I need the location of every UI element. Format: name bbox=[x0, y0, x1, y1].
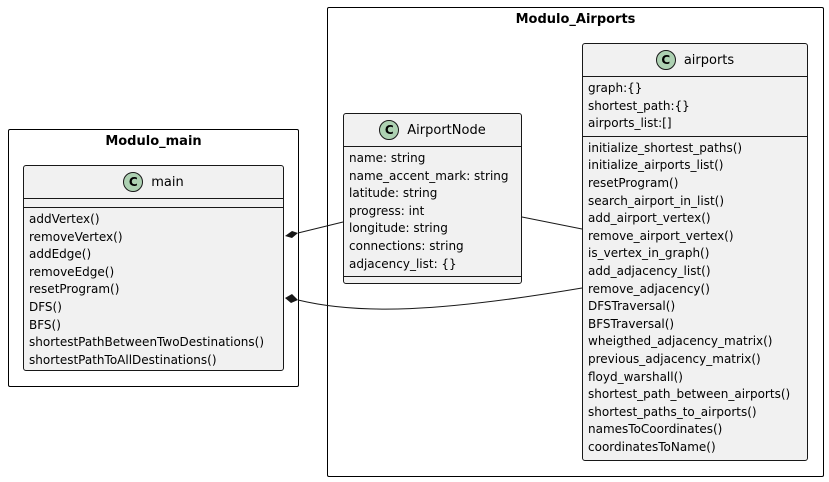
class-airportnode[interactable]: C AirportNode name: string name_accent_m… bbox=[343, 113, 522, 284]
methods-list: addVertex() removeVertex() addEdge() rem… bbox=[24, 208, 283, 372]
field-item: connections: string bbox=[349, 238, 464, 253]
field-item: adjacency_list: {} bbox=[349, 256, 457, 271]
method-item: resetProgram() bbox=[29, 282, 120, 297]
method-item: shortestPathToAllDestinations() bbox=[29, 352, 217, 367]
method-item: add_airport_vertex() bbox=[588, 211, 711, 226]
fields-divider bbox=[583, 76, 807, 77]
fields-list: graph:{} shortest_path:{} airports_list:… bbox=[583, 77, 807, 136]
field-item: shortest_path:{} bbox=[588, 98, 690, 113]
method-item: shortest_paths_to_airports() bbox=[588, 404, 757, 419]
method-item: initialize_shortest_paths() bbox=[588, 140, 743, 155]
methods-list: initialize_shortest_paths() initialize_a… bbox=[583, 137, 807, 460]
method-item: removeEdge() bbox=[29, 264, 115, 279]
field-item: name: string bbox=[349, 151, 426, 165]
class-name: AirportNode bbox=[407, 122, 486, 138]
method-item: floyd_warshall() bbox=[588, 369, 683, 384]
method-item: remove_airport_vertex() bbox=[588, 228, 734, 243]
fields-divider bbox=[24, 198, 283, 199]
method-item: remove_adjacency() bbox=[588, 281, 710, 296]
methods-divider bbox=[24, 207, 283, 208]
method-item: BFSTraversal() bbox=[588, 316, 675, 331]
package-title: Modulo_main bbox=[105, 134, 202, 149]
class-name: main bbox=[151, 174, 184, 190]
field-item: progress: int bbox=[349, 203, 425, 218]
methods-divider bbox=[583, 135, 807, 137]
method-item: add_adjacency_list() bbox=[588, 263, 711, 278]
method-item: BFS() bbox=[29, 317, 61, 332]
class-header: C AirportNode bbox=[344, 114, 521, 146]
class-name: airports bbox=[683, 52, 735, 68]
fields-list: name: string name_accent_mark: string la… bbox=[344, 147, 521, 276]
class-header: C main bbox=[24, 166, 283, 198]
methods-divider bbox=[344, 276, 521, 278]
field-item: longitude: string bbox=[349, 221, 448, 236]
method-item: search_airport_in_list() bbox=[588, 193, 725, 208]
method-item: coordinatesToName() bbox=[588, 439, 716, 454]
method-item: DFSTraversal() bbox=[588, 299, 676, 314]
method-item: addEdge() bbox=[29, 247, 92, 262]
method-item: initialize_airports_list() bbox=[588, 158, 724, 173]
class-airports[interactable]: C airports graph:{} shortest_path:{} air… bbox=[582, 43, 808, 461]
empty-fields-section bbox=[24, 199, 283, 207]
field-item: airports_list:[] bbox=[588, 116, 672, 131]
method-item: DFS() bbox=[29, 299, 62, 314]
method-item: removeVertex() bbox=[29, 229, 123, 244]
class-main[interactable]: C main addVertex() removeVertex() addEdg… bbox=[23, 165, 284, 371]
method-item: addVertex() bbox=[29, 212, 100, 226]
method-item: wheigthed_adjacency_matrix() bbox=[588, 334, 773, 349]
class-stereotype-icon: C bbox=[123, 172, 144, 192]
package-title: Modulo_Airports bbox=[515, 12, 636, 27]
field-item: latitude: string bbox=[349, 186, 438, 201]
class-header: C airports bbox=[583, 44, 807, 76]
method-item: namesToCoordinates() bbox=[588, 422, 723, 437]
class-stereotype-icon: C bbox=[379, 120, 400, 140]
class-stereotype-icon: C bbox=[655, 50, 676, 70]
method-item: is_vertex_in_graph() bbox=[588, 246, 710, 261]
field-item: name_accent_mark: string bbox=[349, 168, 509, 183]
method-item: shortestPathBetweenTwoDestinations() bbox=[29, 335, 265, 350]
field-item: graph:{} bbox=[588, 81, 643, 95]
method-item: previous_adjacency_matrix() bbox=[588, 351, 761, 366]
method-item: shortest_path_between_airports() bbox=[588, 387, 791, 402]
method-item: resetProgram() bbox=[588, 175, 679, 190]
fields-divider bbox=[344, 146, 521, 147]
